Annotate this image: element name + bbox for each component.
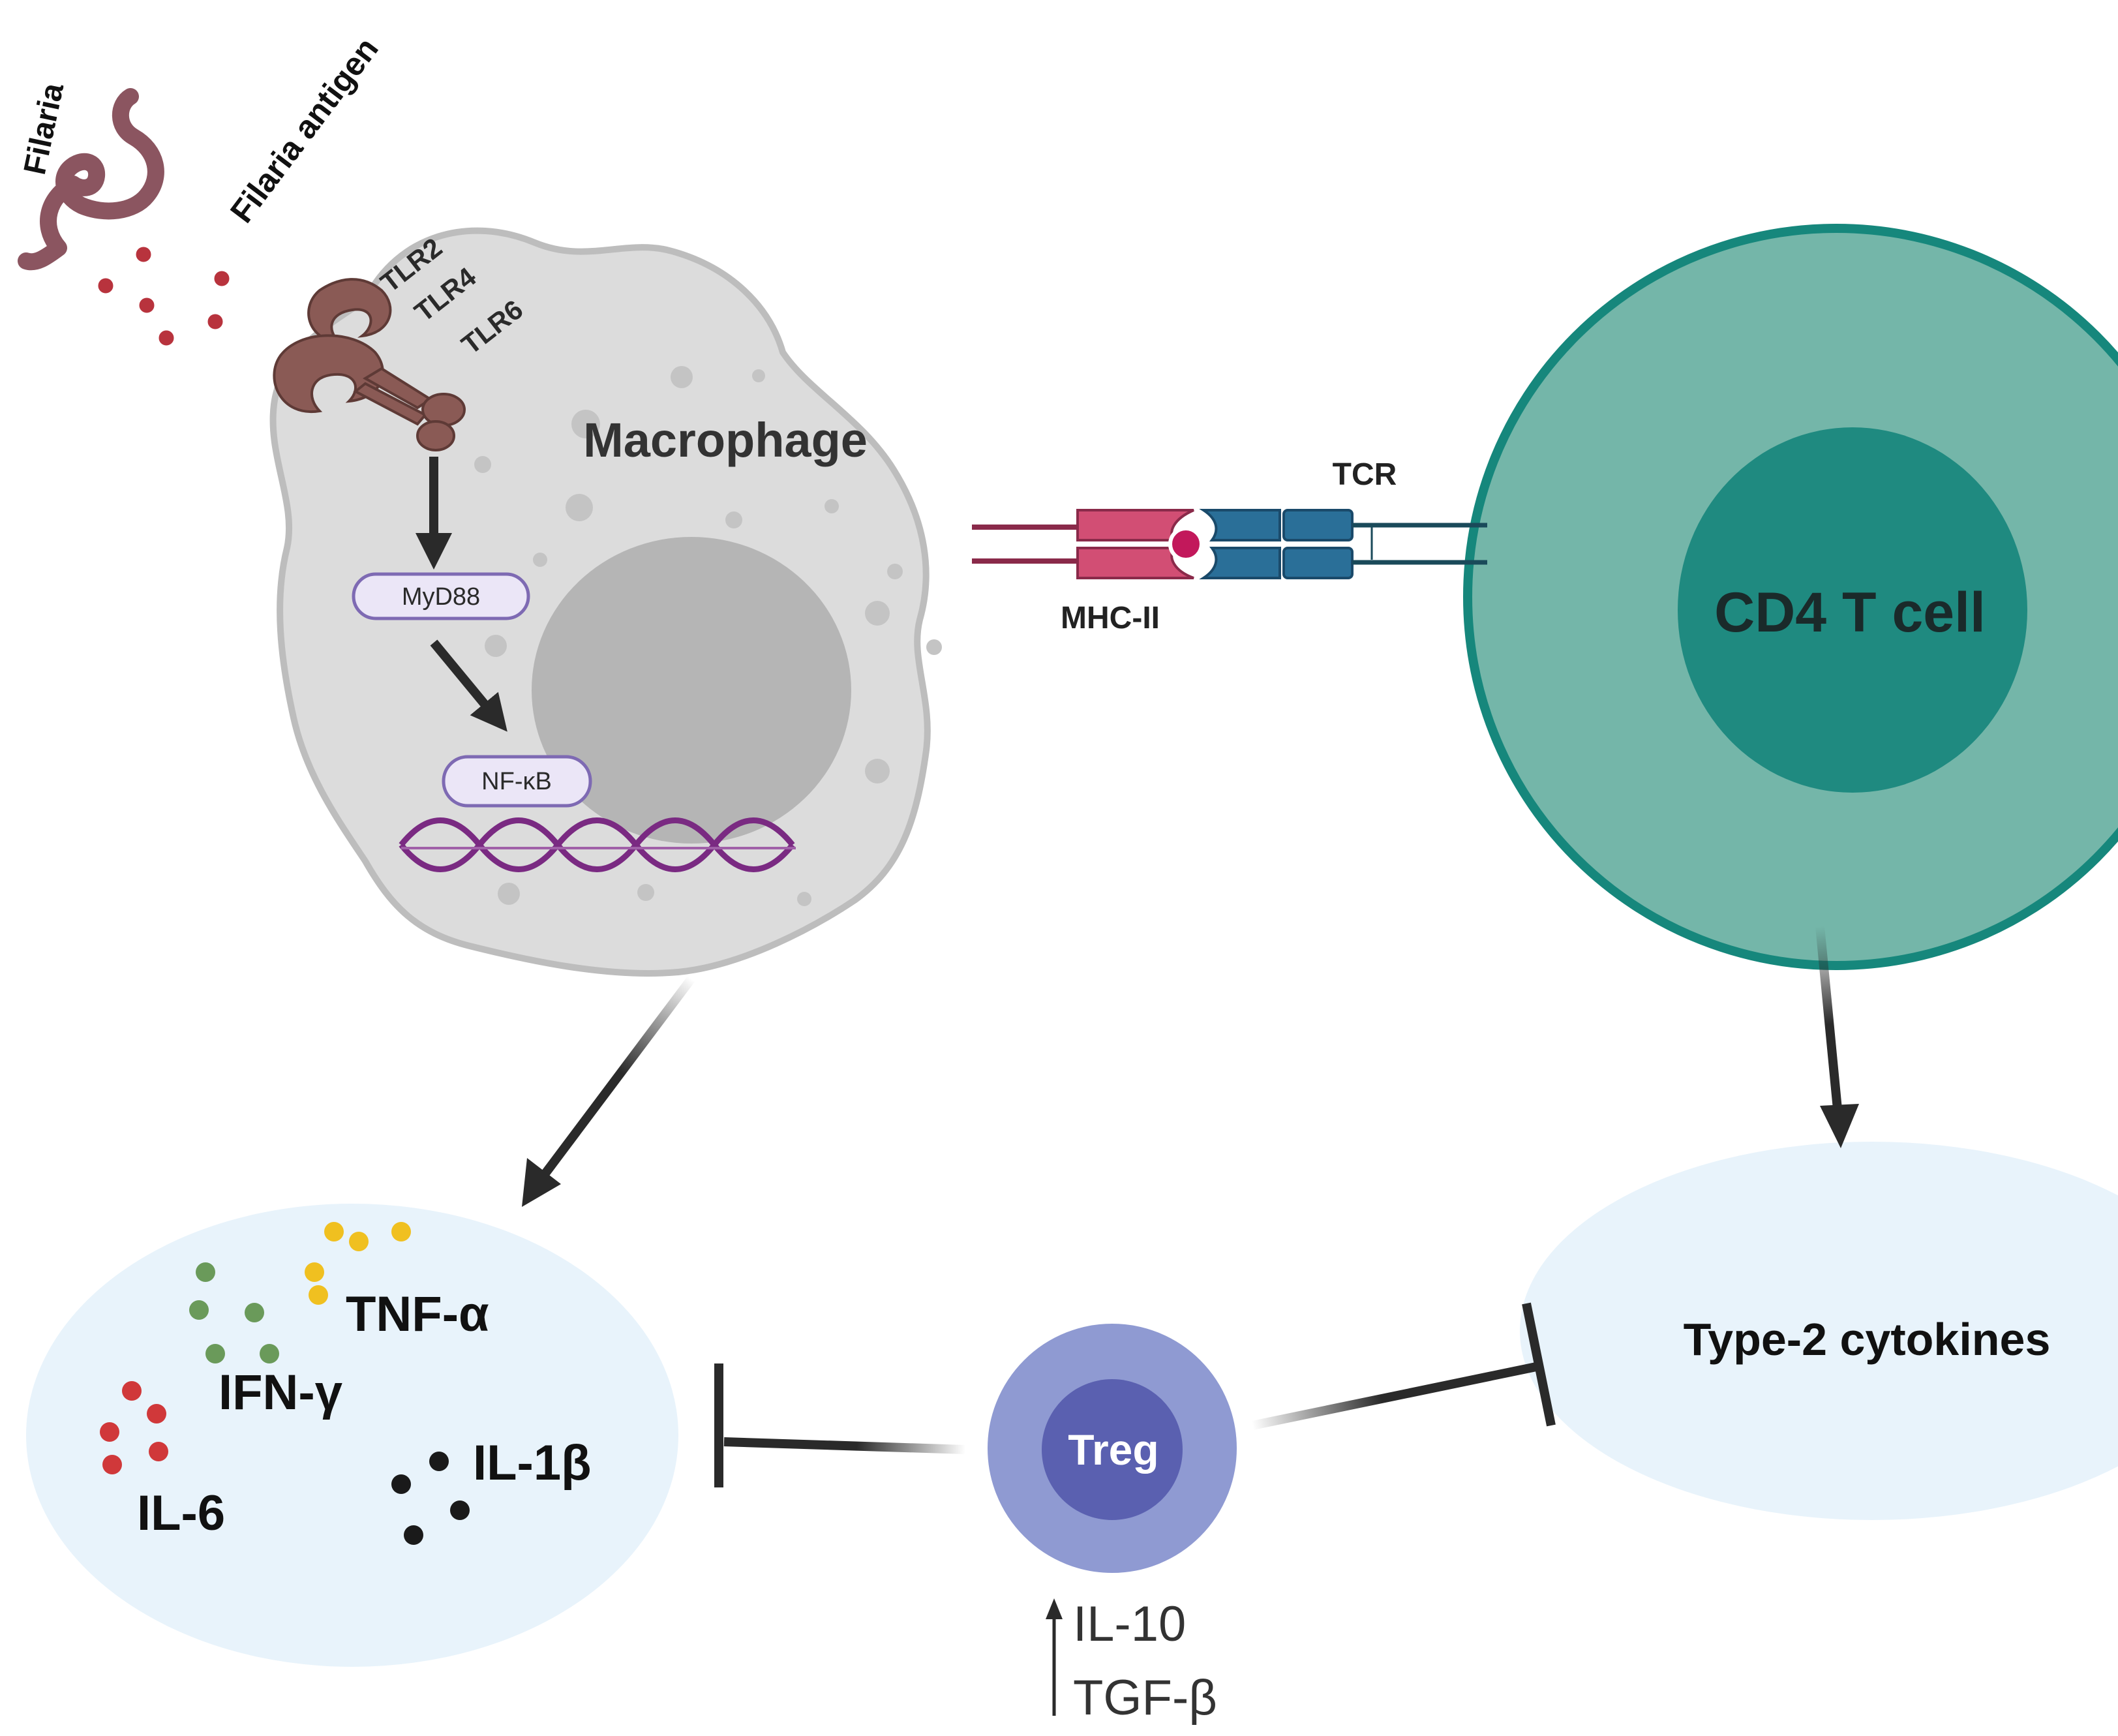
tnf-alpha-dots (305, 1222, 411, 1305)
cd4-t-cell-label: CD4 T cell (1714, 581, 1986, 644)
myd88-label: MyD88 (402, 583, 480, 611)
tcell-to-type2-arrow (1815, 926, 1842, 1110)
tlr-receptor-icon (273, 278, 466, 451)
il6-label: IL-6 (137, 1485, 225, 1541)
macrophage-label: Macrophage (583, 413, 868, 467)
macrophage-arrow-head (522, 1158, 561, 1207)
antigen-peptide (1168, 526, 1203, 562)
filaria-worm-icon (18, 88, 164, 271)
ifn-gamma-label: IFN-γ (219, 1365, 342, 1420)
il1b-dots (391, 1452, 470, 1545)
ifn-gamma-dots (189, 1262, 279, 1363)
treg-inhibits-type2 (1251, 1362, 1537, 1430)
macrophage-nucleus (532, 537, 851, 844)
tnf-alpha-label: TNF-α (346, 1287, 489, 1342)
tgfb-label: TGF-β (1073, 1670, 1217, 1726)
filaria-antigen-label: Filaria antigen (223, 31, 386, 229)
treg-inhibits-proinflammatory (723, 1437, 966, 1454)
cd4-t-cell-nucleus (1678, 427, 2027, 793)
type2-cytokines-label: Type-2 cytokines (1684, 1314, 2051, 1365)
pro-inflammatory-cytokine-pool (26, 1204, 678, 1667)
il10-label: IL-10 (1073, 1596, 1186, 1652)
dna-helix (399, 817, 796, 872)
nfkb-label: NF-κB (481, 768, 552, 795)
treg-nucleus (1042, 1379, 1183, 1520)
myd88-pill (352, 572, 530, 620)
type2-cytokine-pool (1520, 1142, 2118, 1520)
mhc-tcr-complex (972, 509, 1487, 579)
macrophage-vesicles (474, 366, 942, 906)
nfkb-pill (442, 755, 592, 808)
tcr-label: TCR (1333, 457, 1397, 492)
il1b-label: IL-1β (473, 1435, 592, 1491)
tcell-arrow-head (1820, 1104, 1859, 1148)
tcr-molecule (1199, 509, 1354, 579)
treg-induction-arrow-head (1046, 1598, 1063, 1619)
macrophage-to-cytokines-arrow (541, 975, 695, 1178)
mhc-ii-label: MHC-II (1061, 601, 1160, 635)
inhibition-bar-right (1522, 1302, 1556, 1427)
il6-dots (100, 1381, 168, 1474)
myd88-to-nfkb-arrow (430, 639, 507, 732)
filaria-label: Filaria (18, 80, 70, 178)
treg-label: Treg (1068, 1425, 1158, 1474)
filaria-antigen-dots (95, 243, 233, 349)
